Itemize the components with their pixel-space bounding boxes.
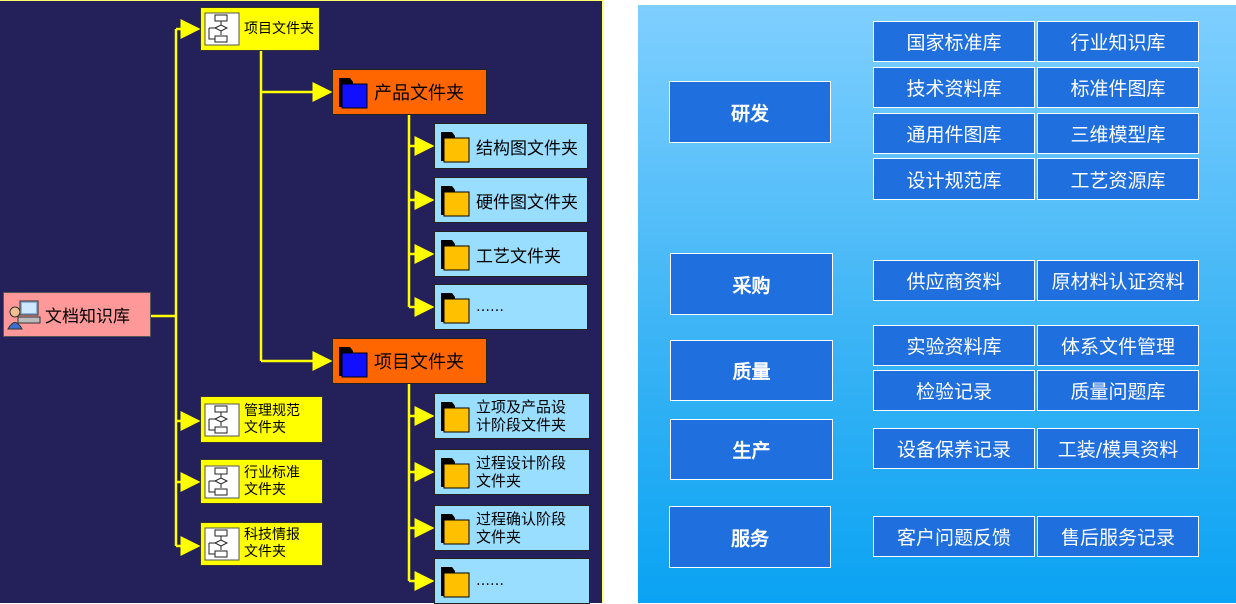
hardware-folder-label: 硬件图文件夹 [476, 192, 578, 213]
item-system-documents[interactable]: 体系文件管理 [1037, 325, 1199, 366]
category-service[interactable]: 服务 [669, 506, 831, 568]
sci-tech-info-folder-label: 科技情报 文件夹 [244, 527, 300, 560]
item-experiment-data[interactable]: 实验资料库 [873, 325, 1035, 366]
item-equipment-maintenance[interactable]: 设备保养记录 [873, 428, 1035, 469]
category-rd[interactable]: 研发 [669, 81, 831, 143]
item-technical-data[interactable]: 技术资料库 [873, 67, 1035, 108]
product-folder-node[interactable]: 产品文件夹 [332, 69, 487, 115]
item-standard-parts-drawings[interactable]: 标准件图库 [1037, 67, 1199, 108]
initiation-design-folder-label: 立项及产品设 计阶段文件夹 [476, 398, 567, 434]
process-design-folder-label: 过程设计阶段 文件夹 [476, 454, 567, 490]
product-folder-label: 产品文件夹 [374, 83, 464, 104]
yellow-folder-icon [441, 567, 470, 598]
yellow-folder-icon [441, 458, 470, 489]
item-industry-knowledge[interactable]: 行业知识库 [1037, 21, 1199, 62]
flowchart-icon [204, 527, 240, 561]
item-process-resources[interactable]: 工艺资源库 [1037, 158, 1199, 200]
sci-tech-info-folder-node[interactable]: 科技情报 文件夹 [200, 522, 323, 566]
yellow-folder-icon [441, 186, 470, 217]
tree-connectors [150, 19, 435, 591]
item-design-specs[interactable]: 设计规范库 [873, 158, 1035, 200]
flowchart-icon [204, 12, 240, 46]
yellow-folder-icon [441, 293, 470, 324]
process-folder-node[interactable]: 工艺文件夹 [434, 231, 588, 277]
blue-folder-icon [339, 347, 368, 378]
item-after-sales-records[interactable]: 售后服务记录 [1037, 516, 1199, 557]
blue-folder-icon [339, 78, 368, 109]
process-confirm-folder-label: 过程确认阶段 文件夹 [476, 510, 567, 546]
industry-standard-folder-node[interactable]: 行业标准 文件夹 [200, 459, 323, 504]
item-3d-models[interactable]: 三维模型库 [1037, 113, 1199, 154]
flowchart-icon [204, 465, 240, 498]
item-supplier-data[interactable]: 供应商资料 [873, 260, 1035, 301]
yellow-folder-icon [441, 132, 470, 163]
item-inspection-records[interactable]: 检验记录 [873, 370, 1035, 411]
flowchart-icon [204, 403, 240, 436]
process-folder-label: 工艺文件夹 [476, 246, 561, 267]
structure-folder-node[interactable]: 结构图文件夹 [434, 123, 588, 169]
computer-user-icon [7, 300, 41, 329]
more-folder-node-2[interactable]: …… [434, 558, 590, 604]
category-quality[interactable]: 质量 [670, 340, 833, 401]
more-folder-node-1[interactable]: …… [434, 284, 588, 330]
knowledge-category-panel: 研发 国家标准库 行业知识库 技术资料库 标准件图库 通用件图库 三维模型库 设… [638, 5, 1236, 603]
more-folder-label-1: …… [476, 299, 504, 315]
process-design-folder-node[interactable]: 过程设计阶段 文件夹 [434, 449, 590, 495]
project-folder-2-node[interactable]: 项目文件夹 [332, 338, 487, 384]
category-production[interactable]: 生产 [670, 419, 833, 480]
document-tree-panel: 文档知识库 项目文件夹 管理规范 文件夹 行业标准 文件夹 [0, 0, 603, 604]
category-purchasing[interactable]: 采购 [670, 253, 833, 315]
management-folder-label: 管理规范 文件夹 [244, 402, 300, 436]
item-common-parts-drawings[interactable]: 通用件图库 [873, 113, 1035, 154]
yellow-folder-icon [441, 514, 470, 545]
root-node-document-library[interactable]: 文档知识库 [3, 292, 151, 337]
more-folder-label-2: …… [476, 573, 504, 589]
structure-folder-label: 结构图文件夹 [476, 138, 578, 159]
initiation-design-folder-node[interactable]: 立项及产品设 计阶段文件夹 [434, 393, 590, 439]
item-national-standards[interactable]: 国家标准库 [873, 21, 1035, 62]
root-node-label: 文档知识库 [45, 307, 130, 327]
item-quality-issues[interactable]: 质量问题库 [1037, 370, 1199, 411]
item-tooling-mold-data[interactable]: 工装/模具资料 [1037, 428, 1199, 469]
industry-standard-folder-label: 行业标准 文件夹 [244, 464, 300, 498]
management-folder-node[interactable]: 管理规范 文件夹 [200, 396, 323, 443]
yellow-folder-icon [441, 240, 470, 271]
item-customer-feedback[interactable]: 客户问题反馈 [873, 516, 1035, 557]
yellow-folder-icon [441, 402, 470, 433]
project-folder-2-label: 项目文件夹 [374, 352, 464, 373]
hardware-folder-node[interactable]: 硬件图文件夹 [434, 177, 588, 223]
item-raw-material-certification[interactable]: 原材料认证资料 [1037, 260, 1199, 301]
process-confirm-folder-node[interactable]: 过程确认阶段 文件夹 [434, 505, 590, 551]
project-folder-node[interactable]: 项目文件夹 [200, 7, 320, 51]
project-folder-label: 项目文件夹 [244, 20, 314, 37]
